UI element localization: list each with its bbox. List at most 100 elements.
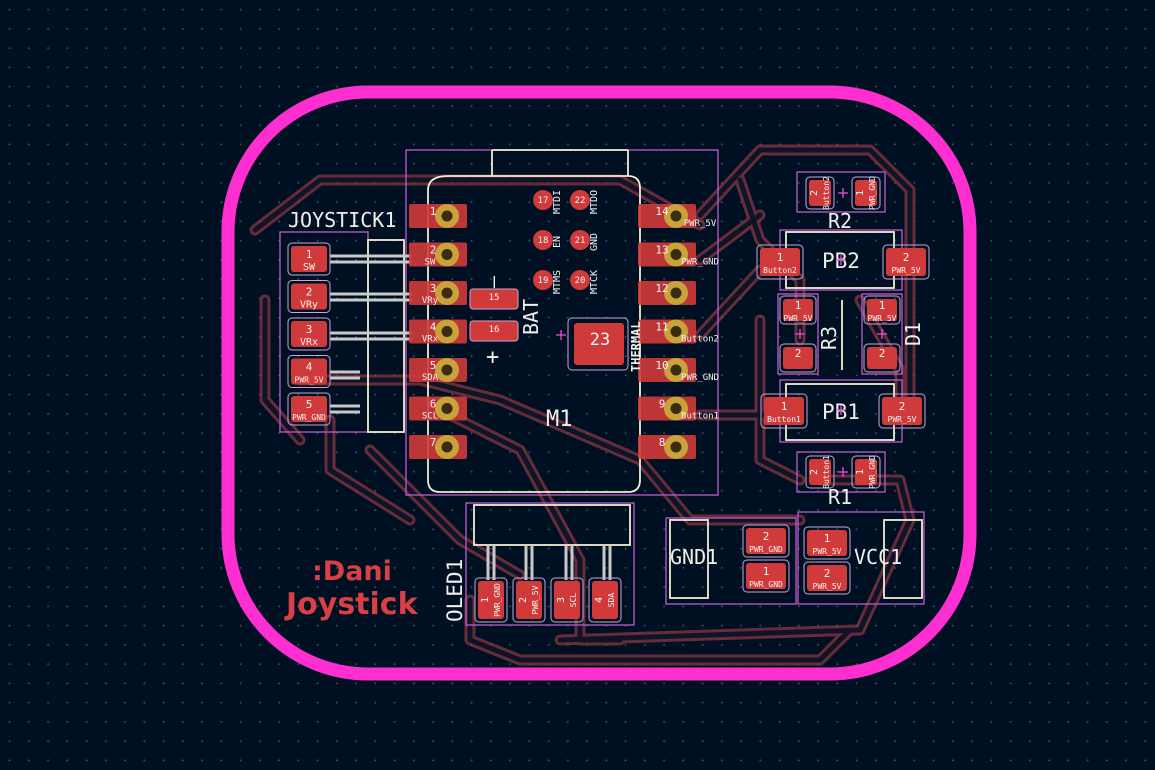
oled-pad-4-num: 4 — [594, 597, 605, 603]
joystick-pad-3-num: 3 — [306, 323, 313, 336]
module-right-pin-11-net: Button2 — [681, 335, 719, 345]
thermal-pad[interactable]: 23 — [567, 317, 629, 371]
d1-pad-2[interactable]: 2 — [863, 343, 901, 373]
joystick-pad-3-outline — [287, 317, 331, 351]
module-left-pin-7[interactable]: 7 — [409, 435, 467, 459]
ref-gnd: GND1 — [670, 545, 718, 569]
joystick-pad-1-num: 1 — [306, 248, 313, 261]
joystick-pad-3-net: VRx — [300, 337, 318, 348]
pb2-pad-2-outline — [882, 244, 930, 280]
oled-leads — [486, 545, 612, 580]
oled-pad-1-net: PWR_GND — [493, 583, 502, 617]
module-right-pin-12-drill — [670, 287, 682, 299]
module-right-pin-12[interactable]: 12 — [638, 281, 696, 305]
module-right-pin-10-drill — [670, 364, 682, 376]
battery-pad-15[interactable]: 15 — [469, 288, 519, 310]
oled-pad-2-num: 2 — [518, 597, 529, 603]
ref-vcc: VCC1 — [854, 545, 902, 569]
r3-pad-2[interactable]: 2 — [779, 343, 817, 373]
module-pad-22-copper — [570, 190, 590, 210]
r1-pad-2-outline — [805, 455, 835, 489]
module-right-pin-13-drill — [670, 249, 682, 260]
d1-pad-1-num: 1 — [879, 299, 886, 312]
vcc-pad-2-outline — [803, 561, 851, 595]
module-pad-21-num: 21 — [575, 236, 586, 246]
joystick-pad-3-copper — [291, 321, 327, 347]
module-left-pin-2[interactable]: 2SW — [409, 242, 467, 268]
joystick-pad-5-copper — [291, 396, 327, 422]
module-left-pin-7-num: 7 — [430, 436, 437, 449]
module-left-pin-5-net: SDA — [422, 373, 439, 383]
thermal-pad-outline — [567, 317, 629, 371]
module-left-pin-6-num: 6 — [430, 398, 437, 411]
battery-pad-16[interactable]: 16 — [469, 320, 519, 342]
ref-d1: D1 — [901, 322, 925, 346]
module-right-pin-8[interactable]: 8 — [638, 435, 696, 459]
oled-pad-4-copper — [592, 581, 618, 619]
d1-pad-1-net: PWR_5V — [868, 314, 897, 323]
ref-r3: R3 — [817, 326, 841, 350]
r2-pad-1-num: 1 — [855, 190, 866, 196]
pb1-pad-1-num: 1 — [781, 400, 788, 413]
r3-pad-2-num: 2 — [795, 347, 802, 360]
joystick-pad-1-outline — [287, 242, 331, 276]
r2-pad-1-net: PWR_GND — [868, 176, 877, 210]
joystick-pad-2-net: VRy — [300, 300, 318, 311]
module-right-pin-13-num: 13 — [655, 244, 668, 257]
module-left-pin-3-drill — [441, 287, 453, 299]
pb1-pad-2-copper — [882, 397, 922, 425]
module-right-pin-8-drill — [670, 441, 682, 453]
joystick-leads — [330, 254, 412, 414]
module-left-pin-1[interactable]: 1 — [409, 204, 467, 228]
oled-pad-1-copper — [478, 581, 504, 619]
joystick-pad-1[interactable]: 1SW — [287, 242, 331, 276]
module-pad-19-label: MTMS — [552, 270, 563, 294]
joystick-pad-1-net: SW — [303, 262, 316, 273]
pb2-pad-1-copper — [760, 248, 800, 276]
module-pad-18-label: EN — [552, 236, 563, 248]
vcc-pad-1-copper — [807, 530, 847, 556]
module-left-pin-6-drill — [441, 403, 453, 414]
joystick-pad-2-outline — [287, 280, 331, 313]
board-edge-outline[interactable] — [221, 85, 977, 681]
